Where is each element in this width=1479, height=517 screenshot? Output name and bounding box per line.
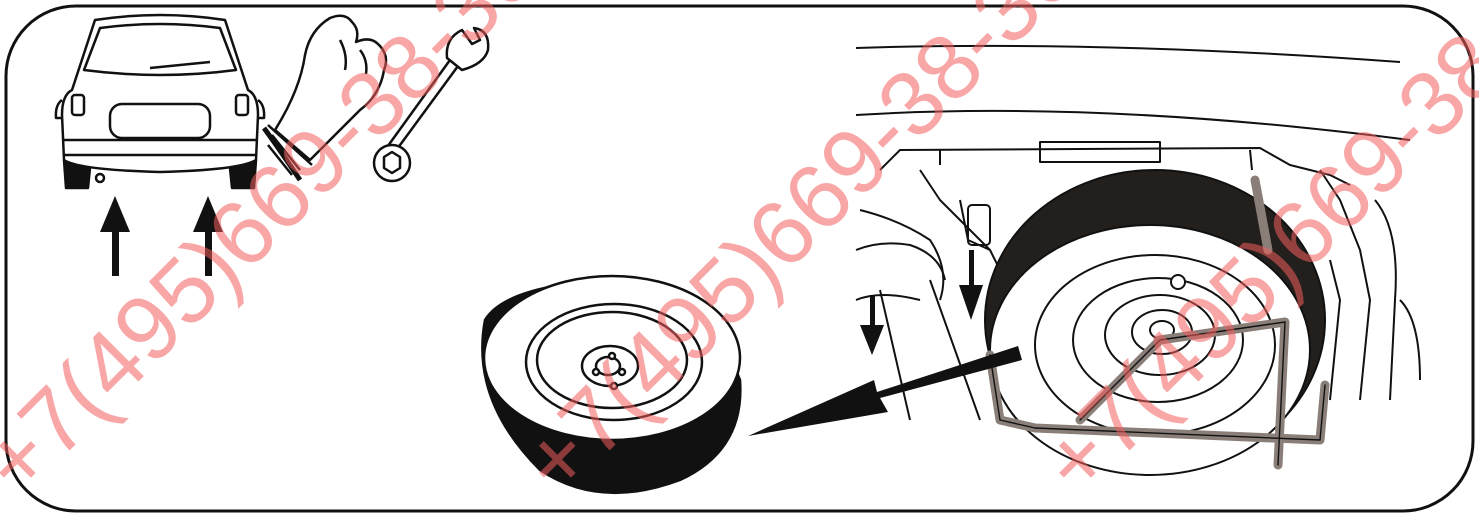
release-arrows (860, 250, 983, 355)
release-arrow-left-icon (860, 295, 884, 355)
remove-wheel-arrow-icon (748, 346, 1022, 436)
lift-arrow-left-icon (100, 196, 130, 276)
car-rear-icon (56, 15, 264, 188)
release-arrow-right-icon (959, 250, 983, 320)
